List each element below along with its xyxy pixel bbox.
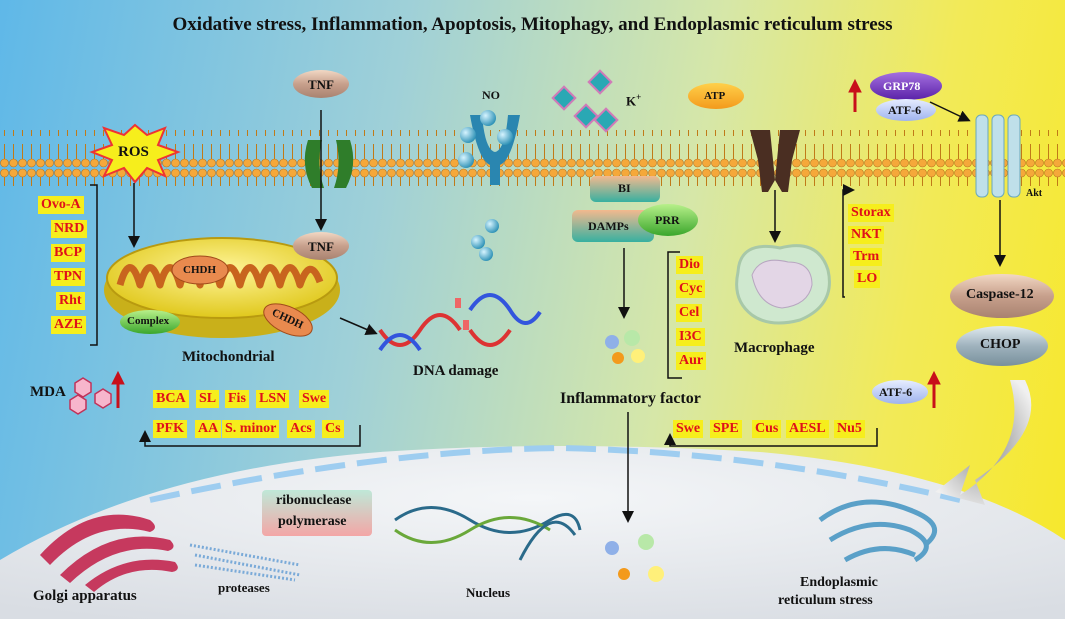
bi-label: BI bbox=[618, 181, 631, 195]
mito-compound-tag: Fis bbox=[225, 390, 249, 408]
mito-compound-tag: Swe bbox=[299, 390, 330, 408]
complex-oval bbox=[120, 310, 180, 334]
mito-compound-tag: SL bbox=[196, 390, 220, 408]
inflammation-compound-tag: Dio bbox=[676, 256, 703, 274]
ros-burst-shape bbox=[89, 123, 181, 184]
channel-right bbox=[775, 130, 800, 192]
chop-pill bbox=[956, 326, 1048, 366]
tnf-mito-label: TNF bbox=[308, 239, 334, 254]
mito-compound-tag: LSN bbox=[256, 390, 290, 408]
polymerase-label: polymerase bbox=[278, 514, 347, 529]
mito-compound-tag: Cs bbox=[322, 420, 344, 438]
no-label: NO bbox=[482, 88, 500, 102]
er-stress-arrow bbox=[935, 380, 1032, 505]
tnf-mito-pill bbox=[293, 232, 349, 260]
tnf-top-pill bbox=[293, 70, 349, 98]
atf6-top-label: ATF-6 bbox=[888, 103, 922, 117]
grp78-pill bbox=[870, 72, 942, 100]
cell-nucleus-region bbox=[0, 446, 1065, 619]
inflammatory-factor-blobs bbox=[605, 330, 664, 582]
macrophage-compound-tag: NKT bbox=[848, 226, 885, 244]
macrophage-cell bbox=[735, 244, 831, 325]
tnf-top-label: TNF bbox=[308, 77, 334, 92]
inflammation-compound-tag: Aur bbox=[676, 352, 707, 370]
mito-compound-tag: AA bbox=[195, 420, 222, 438]
damps-label: DAMPs bbox=[588, 219, 629, 233]
mitochondrial-label: Mitochondrial bbox=[182, 349, 275, 365]
k-label: K+ bbox=[626, 92, 642, 109]
inflammation-compound-tag: Cel bbox=[676, 304, 703, 322]
atf6-bottom-label: ATF-6 bbox=[879, 385, 913, 399]
damps-box bbox=[572, 210, 654, 242]
atf6-top-pill bbox=[876, 99, 936, 121]
ribonuclease-label: ribonuclease bbox=[276, 493, 352, 508]
golgi-apparatus-shape bbox=[40, 514, 178, 592]
er-stress-label-2: reticulum stress bbox=[778, 593, 873, 608]
er-compound-tag: SPE bbox=[710, 420, 742, 438]
mda-label: MDA bbox=[30, 384, 66, 400]
macrophage-label: Macrophage bbox=[734, 340, 815, 356]
mito-compound-tag: Acs bbox=[287, 420, 315, 438]
bi-box bbox=[590, 176, 660, 202]
atp-label: ATP bbox=[704, 90, 726, 102]
increase-arrows bbox=[111, 78, 941, 408]
complex-label: Complex bbox=[127, 315, 170, 327]
ros-compound-tag: Ovo-A bbox=[38, 196, 84, 214]
tnf-receptor-right bbox=[334, 140, 354, 188]
ros-compound-tag: Rht bbox=[56, 292, 85, 310]
caspase12-label: Caspase-12 bbox=[966, 287, 1034, 302]
atp-pill bbox=[688, 83, 744, 109]
chdh-oval-1 bbox=[171, 255, 229, 285]
atf6-bottom-pill bbox=[872, 380, 928, 404]
er-compound-tag: Cus bbox=[752, 420, 782, 438]
chop-label: CHOP bbox=[980, 337, 1021, 352]
ros-compound-tag: NRD bbox=[51, 220, 88, 238]
channel-left bbox=[750, 130, 775, 192]
macrophage-compound-tag: Storax bbox=[848, 204, 894, 222]
ros-compound-tag: BCP bbox=[51, 244, 85, 262]
ros-label: ROS bbox=[118, 144, 149, 160]
chdh-oval-2 bbox=[263, 303, 313, 337]
tnf-receptor-left bbox=[304, 140, 324, 188]
ros-compound-tag: AZE bbox=[51, 316, 86, 334]
dna-damage-label: DNA damage bbox=[413, 363, 499, 379]
nuclear-envelope bbox=[149, 444, 961, 503]
potassium-crystals bbox=[551, 69, 619, 133]
er-compound-tag: Swe bbox=[673, 420, 704, 438]
mito-compound-tag: PFK bbox=[153, 420, 187, 438]
inflammation-compound-tag: I3C bbox=[676, 328, 705, 346]
inflammation-compound-tag: Cyc bbox=[676, 280, 706, 298]
diagram-title: Oxidative stress, Inflammation, Apoptosi… bbox=[172, 14, 893, 35]
mito-compound-tag: BCA bbox=[153, 390, 189, 408]
nucleus-label: Nucleus bbox=[466, 585, 511, 600]
proteases-label: proteases bbox=[218, 580, 270, 595]
grp78-label: GRP78 bbox=[883, 79, 921, 93]
akt-channel bbox=[975, 114, 1021, 198]
inflammatory-factor-label: Inflammatory factor bbox=[560, 390, 701, 407]
proteases-strands bbox=[189, 543, 301, 582]
mito-compound-tag: S. minor bbox=[222, 420, 280, 438]
er-compound-tag: AESL bbox=[786, 420, 829, 438]
macrophage-compound-tag: LO bbox=[854, 270, 881, 288]
ros-compound-tag: TPN bbox=[51, 268, 85, 286]
prr-label: PRR bbox=[655, 213, 680, 227]
lipid-bilayer-membrane bbox=[0, 130, 1065, 186]
macrophage-compound-tag: Trm bbox=[850, 248, 883, 266]
mda-hexagons bbox=[69, 377, 112, 415]
dna-damage-helix bbox=[378, 293, 542, 352]
prr-oval bbox=[638, 204, 698, 236]
caspase12-pill bbox=[950, 274, 1054, 318]
chdh-label-1: CHDH bbox=[183, 264, 216, 276]
er-stress-label-1: Endoplasmic bbox=[800, 575, 878, 590]
golgi-label: Golgi apparatus bbox=[33, 588, 137, 604]
akt-label: Akt bbox=[1026, 188, 1043, 199]
nucleus-dna-helix bbox=[394, 506, 582, 561]
ribonuclease-box bbox=[262, 490, 372, 536]
endoplasmic-reticulum-shape bbox=[818, 499, 938, 563]
er-compound-tag: Nu5 bbox=[834, 420, 865, 438]
